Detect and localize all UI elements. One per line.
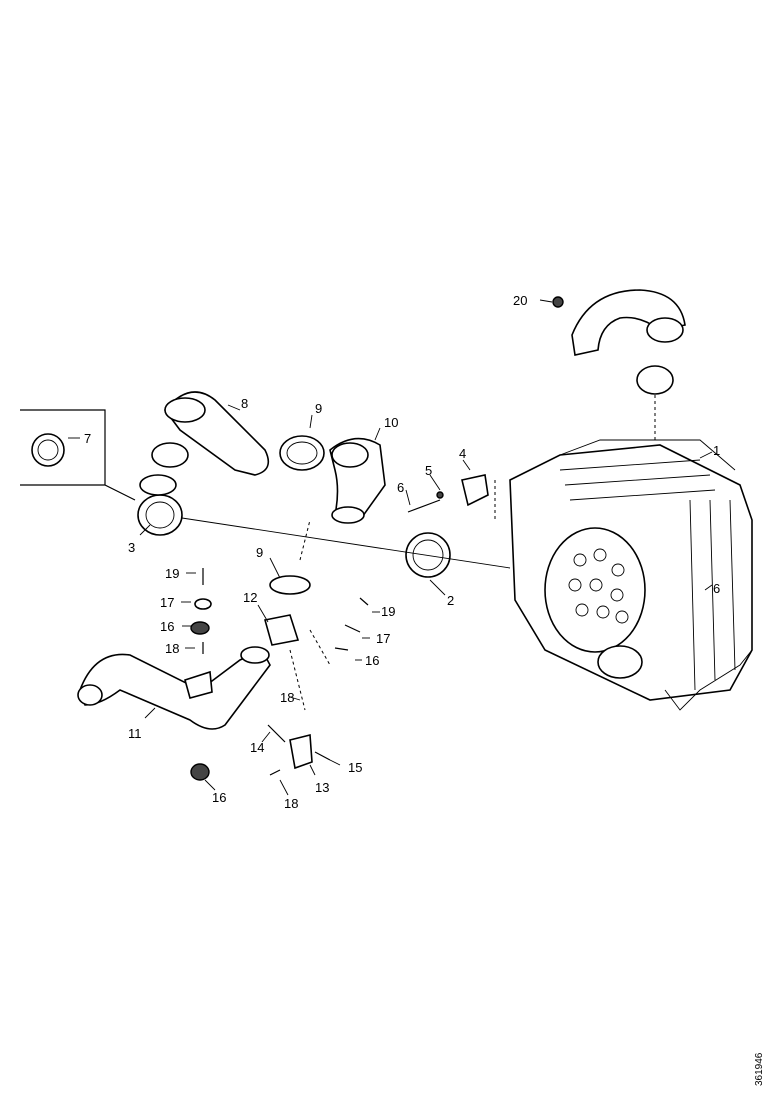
axis-line [181, 517, 511, 569]
callout-5: 5 [425, 463, 432, 478]
bracket-part-4 [407, 474, 496, 520]
reference-number-text: 361946 [754, 1052, 765, 1086]
elbow-part-3 [137, 442, 189, 536]
leader-lines [68, 299, 713, 796]
callout-9-upper: 9 [315, 401, 322, 416]
callout-4: 4 [459, 446, 466, 461]
callout-1: 1 [713, 443, 720, 458]
callout-16-right: 16 [365, 653, 379, 668]
callout-2: 2 [447, 593, 454, 608]
clamp-part-9-lower [269, 519, 311, 595]
callout-6-right: 6 [713, 581, 720, 596]
callout-7: 7 [84, 431, 91, 446]
callout-18-left: 18 [165, 641, 179, 656]
callout-17-right: 17 [376, 631, 390, 646]
callout-19-left: 19 [165, 566, 179, 581]
callout-8: 8 [241, 396, 248, 411]
pipe-part-8 [163, 391, 270, 476]
callout-20: 20 [513, 293, 527, 308]
tailpipe [552, 289, 686, 440]
callout-12: 12 [243, 590, 257, 605]
callout-11: 11 [128, 726, 142, 741]
inset-box-part-7 [20, 409, 136, 501]
callout-9-lower: 9 [256, 545, 263, 560]
callout-18-bottom: 18 [284, 796, 298, 811]
callout-16-bottom: 16 [212, 790, 226, 805]
silencer-part-1 [509, 439, 753, 711]
callout-16-left: 16 [160, 619, 174, 634]
ring-part-2 [405, 532, 451, 578]
callout-18-middle: 18 [280, 690, 294, 705]
callout-6-upper: 6 [397, 480, 404, 495]
drawing-reference-number: 361946 [752, 1020, 772, 1090]
hardware-stack-right [309, 597, 369, 666]
callout-13: 13 [315, 780, 329, 795]
pipe-part-11 [77, 646, 271, 730]
hardware-stack-left [190, 568, 212, 781]
callout-14: 14 [250, 740, 264, 755]
bracket-part-13 [267, 724, 331, 776]
callout-15: 15 [348, 760, 362, 775]
elbow-part-10 [329, 437, 386, 524]
bracket-part-12 [263, 614, 306, 711]
callout-19-right: 19 [381, 604, 395, 619]
clamp-part-9-upper [279, 435, 325, 471]
callout-3: 3 [128, 540, 135, 555]
callout-17-left: 17 [160, 595, 174, 610]
callout-10: 10 [384, 415, 398, 430]
